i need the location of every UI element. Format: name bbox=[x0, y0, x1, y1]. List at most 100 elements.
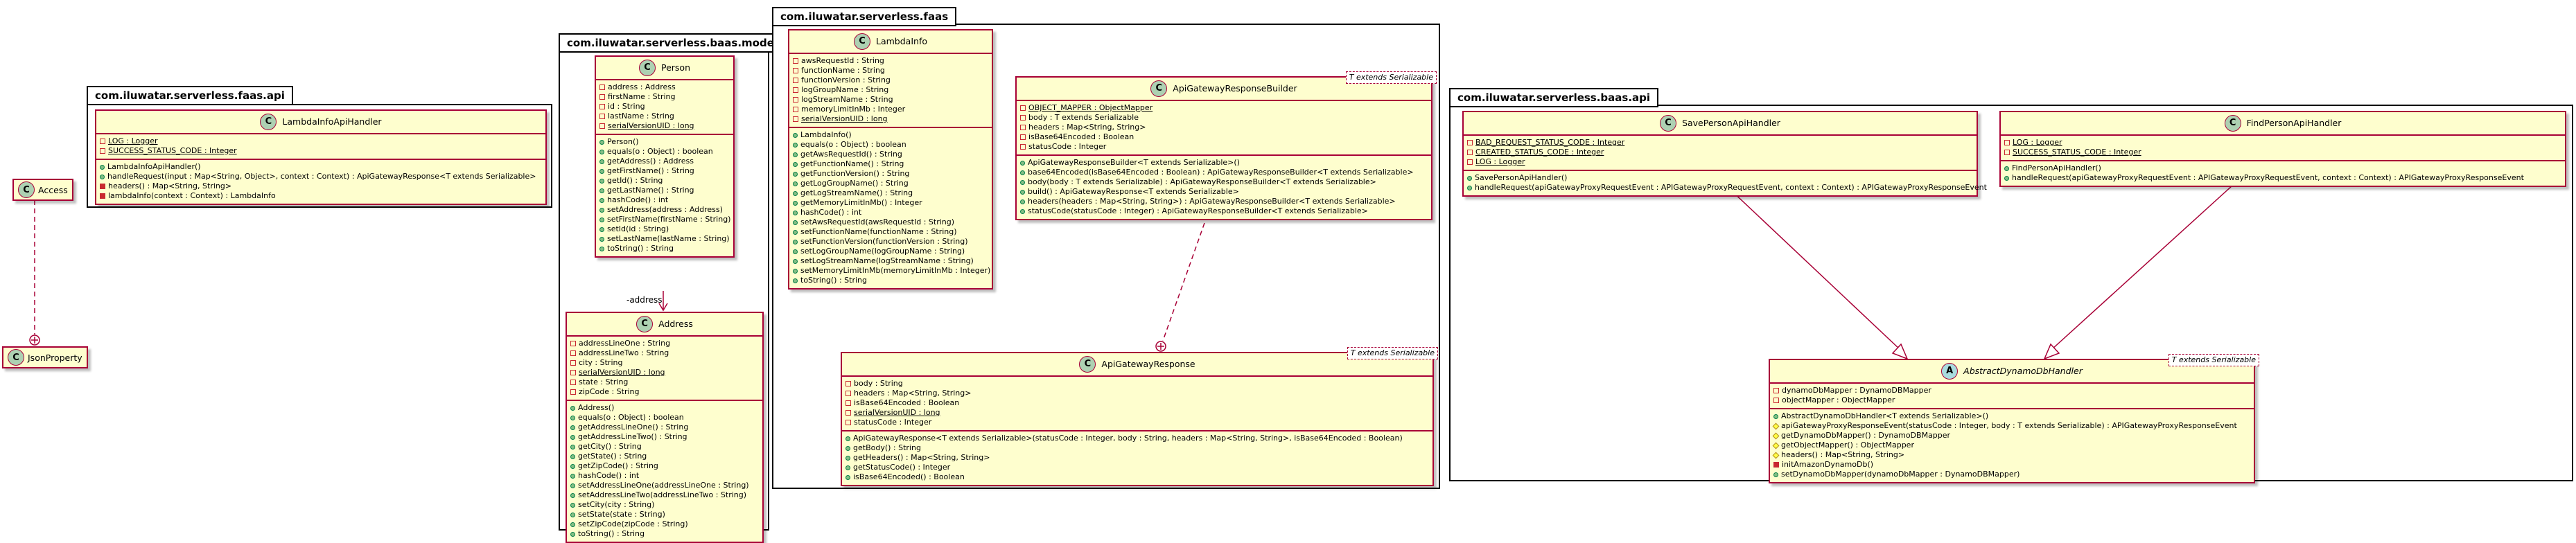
class-method-row: setAddressLineOne(addressLineOne : Strin… bbox=[570, 481, 759, 490]
class-method-row: FindPersonApiHandler() bbox=[2004, 163, 2561, 173]
class-method-text: handleRequest(input : Map<String, Object… bbox=[107, 172, 536, 181]
annotation-access-label: Access bbox=[38, 184, 68, 195]
class-field-text: BAD_REQUEST_STATUS_CODE : Integer bbox=[1475, 138, 1625, 147]
class-field-row: statusCode : Integer bbox=[1020, 142, 1428, 152]
private-visibility-icon bbox=[599, 94, 605, 100]
class-field-row: zipCode : String bbox=[570, 387, 759, 397]
class-methods-section: SavePersonApiHandler()handleRequest(apiG… bbox=[1464, 170, 1987, 195]
class-method-text: setFunctionVersion(functionVersion : Str… bbox=[800, 237, 968, 246]
class-method-row: setMemoryLimitInMb(memoryLimitInMb : Int… bbox=[793, 266, 990, 276]
private-visibility-icon bbox=[2004, 150, 2010, 155]
class-method-text: LambdaInfoApiHandler() bbox=[107, 162, 201, 171]
class-field-text: logGroupName : String bbox=[801, 85, 889, 94]
class-method-row: equals(o : Object) : boolean bbox=[793, 140, 988, 150]
class-method-text: getFirstName() : String bbox=[607, 166, 694, 175]
class-icon: C bbox=[2224, 115, 2241, 132]
class-method-row: getZipCode() : String bbox=[570, 461, 759, 471]
private-visibility-icon bbox=[793, 116, 798, 122]
class-field-row: lastName : String bbox=[599, 112, 730, 121]
class-method-text: apiGatewayProxyResponseEvent(statusCode … bbox=[1781, 421, 2237, 430]
class-field-text: memoryLimitInMb : Integer bbox=[801, 105, 906, 114]
annotation-access[interactable]: C Access bbox=[12, 179, 73, 201]
class-field-row: body : T extends Serializable bbox=[1020, 113, 1428, 123]
class-method-row: toString() : String bbox=[599, 244, 730, 253]
class-method-text: getLastName() : String bbox=[607, 186, 694, 195]
class-method-text: getObjectMapper() : ObjectMapper bbox=[1781, 440, 1914, 449]
class-methods-section: ApiGatewayResponseBuilder<T extends Seri… bbox=[1017, 154, 1431, 219]
class-method-row: getCity() : String bbox=[570, 442, 759, 452]
class-field-text: id : String bbox=[608, 102, 645, 111]
public-visibility-icon bbox=[793, 278, 798, 283]
public-visibility-icon bbox=[845, 436, 850, 441]
class-method-row: setZipCode(zipCode : String) bbox=[570, 519, 759, 529]
class-field-row: city : String bbox=[570, 358, 759, 368]
public-visibility-icon bbox=[1020, 179, 1025, 185]
class-method-text: setAddressLineTwo(addressLineTwo : Strin… bbox=[578, 490, 747, 499]
class-method-row: toString() : String bbox=[570, 529, 759, 539]
class-method-row: getLogStreamName() : String bbox=[793, 188, 988, 198]
public-visibility-icon bbox=[570, 415, 575, 420]
class-method-row: headers(headers : Map<String, String>) :… bbox=[1020, 197, 1428, 206]
class-method-text: setLogStreamName(logStreamName : String) bbox=[800, 256, 974, 265]
class-method-text: setAwsRequestId(awsRequestId : String) bbox=[800, 217, 955, 226]
public-visibility-icon bbox=[599, 197, 604, 203]
private-visibility-icon bbox=[1773, 462, 1779, 468]
class-method-row: getLogGroupName() : String bbox=[793, 179, 988, 188]
private-visibility-icon bbox=[1020, 105, 1026, 111]
class-icon: C bbox=[854, 33, 870, 50]
abstract-class-icon: A bbox=[1941, 363, 1959, 380]
class-field-row: logStreamName : String bbox=[793, 95, 988, 105]
class-method-text: getFunctionVersion() : String bbox=[800, 169, 910, 178]
annotation-json-property[interactable]: C JsonProperty bbox=[2, 346, 88, 368]
class-name: Person bbox=[660, 62, 690, 73]
class-field-text: objectMapper : ObjectMapper bbox=[1782, 395, 1895, 404]
class-method-text: hashCode() : int bbox=[607, 195, 669, 204]
class-methods-section: AbstractDynamoDbHandler<T extends Serial… bbox=[1770, 408, 2254, 482]
class-method-row: setLastName(lastName : String) bbox=[599, 234, 730, 244]
class-method-text: setFirstName(firstName : String) bbox=[607, 215, 731, 224]
class-method-text: base64Encoded(isBase64Encoded : Boolean)… bbox=[1028, 168, 1414, 177]
class-method-text: ApiGatewayResponseBuilder<T extends Seri… bbox=[1028, 158, 1240, 167]
class-field-row: dynamoDbMapper : DynamoDBMapper bbox=[1773, 386, 2250, 395]
class-method-row: hashCode() : int bbox=[599, 195, 730, 205]
class-name: ApiGatewayResponseBuilder bbox=[1173, 83, 1297, 94]
class-method-row: getStatusCode() : Integer bbox=[845, 463, 1429, 472]
class-method-row: getLastName() : String bbox=[599, 186, 730, 195]
protected-visibility-icon bbox=[1772, 432, 1780, 439]
public-visibility-icon bbox=[793, 142, 798, 148]
public-visibility-icon bbox=[1020, 208, 1025, 214]
class-method-text: toString() : String bbox=[800, 276, 867, 285]
public-visibility-icon bbox=[599, 246, 604, 251]
class-method-row: getAddressLineTwo() : String bbox=[570, 432, 759, 442]
class-field-row: BAD_REQUEST_STATUS_CODE : Integer bbox=[1467, 138, 1973, 148]
class-method-row: SavePersonApiHandler() bbox=[1467, 173, 1973, 183]
class-method-text: setAddressLineOne(addressLineOne : Strin… bbox=[578, 481, 749, 490]
class-method-text: toString() : String bbox=[578, 529, 645, 538]
class-method-text: AbstractDynamoDbHandler<T extends Serial… bbox=[1781, 411, 1989, 420]
class-method-text: hashCode() : int bbox=[578, 471, 640, 480]
private-visibility-icon bbox=[1020, 115, 1026, 121]
class-method-text: getAddress() : Address bbox=[607, 157, 694, 166]
package-faas-api-title: com.iluwatar.serverless.faas.api bbox=[87, 86, 293, 105]
class-methods-section: LambdaInfo()equals(o : Object) : boolean… bbox=[789, 127, 992, 288]
class-method-row: getId() : String bbox=[599, 176, 730, 186]
class-method-row: getFunctionName() : String bbox=[793, 159, 988, 169]
class-method-row: handleRequest(apiGatewayProxyRequestEven… bbox=[1467, 183, 1987, 193]
private-visibility-icon bbox=[570, 341, 576, 346]
class-method-row: getFirstName() : String bbox=[599, 166, 730, 176]
class-method-text: setCity(city : String) bbox=[578, 500, 655, 509]
class-field-row: body : String bbox=[845, 379, 1429, 389]
class-method-text: getAddressLineOne() : String bbox=[578, 422, 689, 431]
